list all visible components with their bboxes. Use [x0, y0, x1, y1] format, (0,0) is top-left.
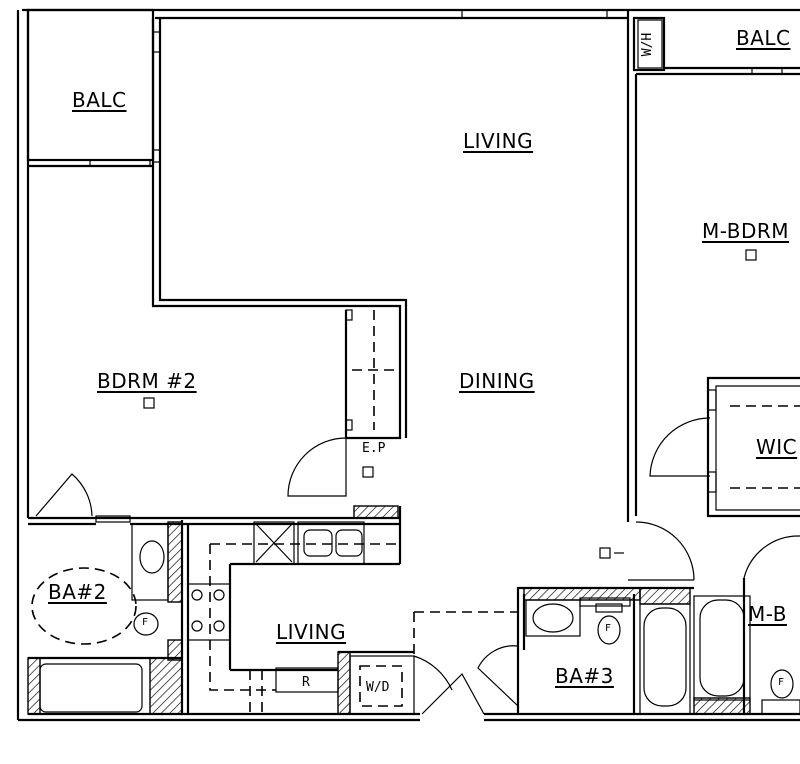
interior-walls [27, 10, 800, 715]
exterior-walls [16, 8, 800, 722]
living-room-label: LIVING [463, 129, 534, 153]
door-swings [35, 417, 800, 715]
bath-2-label: BA#2 [48, 580, 107, 604]
fixture-f-label-1: F [142, 617, 149, 628]
master-bedroom-label: M-BDRM [702, 219, 790, 243]
washer-dryer-label: W/D [366, 680, 390, 695]
balcony-right-label: BALC [736, 26, 791, 50]
bath-3-label: BA#3 [555, 664, 614, 688]
refrigerator-label: R [302, 675, 310, 690]
walk-in-closet-label: WIC [756, 435, 798, 459]
balcony-left-label: BALC [72, 88, 127, 112]
fixture-f-label-2: F [605, 623, 612, 634]
master-bath-label: M-B [748, 602, 787, 626]
fixture-f-label-3: F [778, 677, 785, 688]
electrical-panel-label: E.P [362, 441, 386, 456]
water-heater-label: W/H [640, 32, 656, 57]
bedroom-2-label: BDRM #2 [97, 369, 197, 393]
dining-label: DINING [459, 369, 535, 393]
kitchen-living-label: LIVING [276, 620, 347, 644]
fixtures [31, 249, 794, 707]
